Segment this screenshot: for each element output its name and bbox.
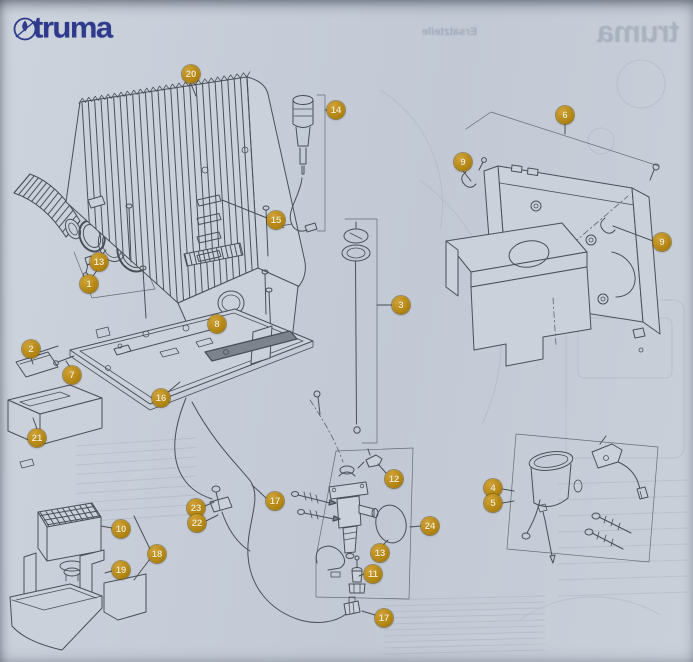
callout-15: 15 xyxy=(267,211,285,229)
ignition-cable xyxy=(289,177,308,232)
overflow-pipe xyxy=(174,397,213,500)
callout-6: 6 xyxy=(556,106,574,124)
callout-11: 11 xyxy=(364,565,382,583)
flame-icon xyxy=(11,14,41,46)
callout-10: 10 xyxy=(112,520,130,538)
callout-13: 13 xyxy=(90,253,108,271)
side-tray xyxy=(103,573,147,621)
showthrough-lines xyxy=(75,437,689,655)
callout-7: 7 xyxy=(63,366,81,384)
callout-3: 3 xyxy=(392,296,410,314)
o-ring xyxy=(375,504,407,544)
callout-18: 18 xyxy=(148,545,166,563)
callout-17: 17 xyxy=(266,492,284,510)
front-tray xyxy=(9,583,103,651)
casing-screw xyxy=(649,163,660,181)
callout-20: 20 xyxy=(182,65,200,83)
showthrough-shape xyxy=(616,59,666,109)
suspension-hook-left xyxy=(461,157,487,188)
exhaust-duct xyxy=(13,173,82,240)
callout-13: 13 xyxy=(371,544,389,562)
igniter xyxy=(279,94,326,233)
callout-23: 23 xyxy=(187,499,205,517)
gas-valve-assembly xyxy=(191,401,414,623)
elbow-fitting xyxy=(209,485,251,552)
kit-igniter xyxy=(537,503,556,564)
callout-22: 22 xyxy=(188,514,206,532)
suspension-hook-right xyxy=(600,217,616,234)
overflow-hose xyxy=(191,401,347,623)
callout-5: 5 xyxy=(484,494,502,512)
brand-wordmark: truma xyxy=(33,10,113,45)
callout-2: 2 xyxy=(22,340,40,358)
callout-21: 21 xyxy=(28,429,46,447)
callout-17: 17 xyxy=(375,609,393,627)
hose-fitting xyxy=(343,596,361,616)
callout-19: 19 xyxy=(112,561,130,579)
mounting-studs xyxy=(125,203,321,415)
combustion-air-box xyxy=(7,384,103,469)
callout-16: 16 xyxy=(152,389,170,407)
showthrough-shape xyxy=(379,89,443,231)
base-plate-assembly xyxy=(7,308,344,500)
burner-kit-box xyxy=(506,433,659,564)
fixing-pin xyxy=(39,345,75,366)
thermostat-rod xyxy=(341,218,378,444)
kit-valve xyxy=(591,435,649,500)
callout-9: 9 xyxy=(454,153,472,171)
burner-assembly xyxy=(9,502,147,651)
callout-8: 8 xyxy=(208,315,226,333)
u-bracket xyxy=(315,545,346,571)
nozzle xyxy=(348,555,366,594)
outer-casing xyxy=(445,111,661,367)
leader-lines xyxy=(30,83,654,616)
callout-12: 12 xyxy=(385,470,403,488)
showthrough-shape xyxy=(519,596,661,621)
truma-logo: truma xyxy=(11,10,113,46)
spring-screws xyxy=(291,491,341,522)
callout-24: 24 xyxy=(421,517,439,535)
showthrough-shape xyxy=(587,127,615,155)
valve-body xyxy=(328,465,379,559)
callout-4: 4 xyxy=(484,479,502,497)
callout-14: 14 xyxy=(327,101,345,119)
kit-screws xyxy=(584,512,632,550)
callout-1: 1 xyxy=(80,275,98,293)
callout-9: 9 xyxy=(653,233,671,251)
